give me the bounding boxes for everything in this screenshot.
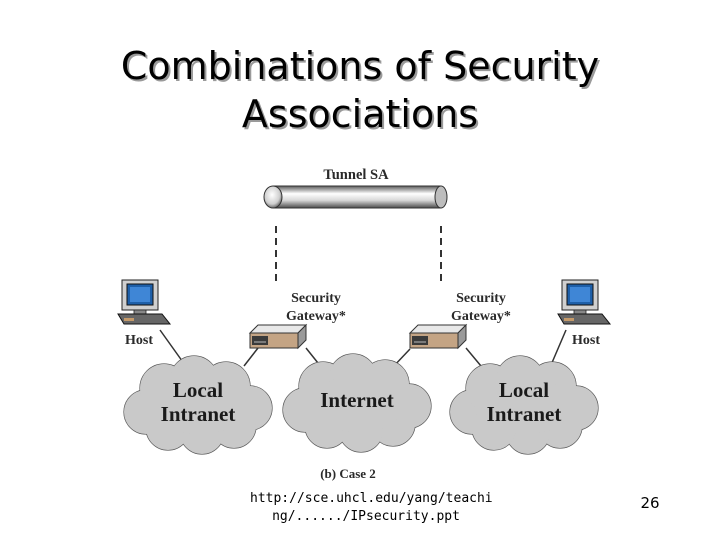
source-url: http://sce.uhcl.edu/yang/teachi ng/.....…	[250, 490, 493, 526]
page-number: 26	[640, 494, 660, 512]
left-gateway-label-line2: Gateway*	[286, 309, 346, 324]
slide-title-line1: Combinations of Security	[120, 44, 600, 88]
left-gateway-router-icon	[248, 323, 308, 350]
slide-title-line2: Associations	[241, 92, 479, 136]
source-url-line2: ng/....../IPsecurity.ppt	[272, 509, 460, 524]
right-gateway-label-line2: Gateway*	[451, 309, 511, 324]
internet-label: Internet	[320, 388, 393, 412]
right-gateway-router-icon	[408, 323, 468, 350]
tunnel-sa	[263, 185, 448, 209]
right-host-computer-icon	[557, 279, 612, 325]
diagram-caption: (b) Case 2	[320, 466, 376, 481]
left-gateway-label-line1: Security	[291, 291, 341, 306]
right-host-label: Host	[572, 333, 600, 348]
left-host-computer-icon	[117, 279, 172, 325]
left-host-label: Host	[125, 333, 153, 348]
left-cloud-label-line1: Local	[173, 378, 223, 402]
left-cloud-label-line2: Intranet	[161, 402, 236, 426]
source-url-line1: http://sce.uhcl.edu/yang/teachi	[250, 491, 493, 506]
slide-title: Combinations of Security Associations	[0, 42, 720, 138]
right-cloud-label-line2: Intranet	[487, 402, 562, 426]
tunnel-sa-label: Tunnel SA	[323, 167, 389, 183]
right-cloud-label-line1: Local	[499, 378, 549, 402]
right-gateway-label-line1: Security	[456, 291, 506, 306]
